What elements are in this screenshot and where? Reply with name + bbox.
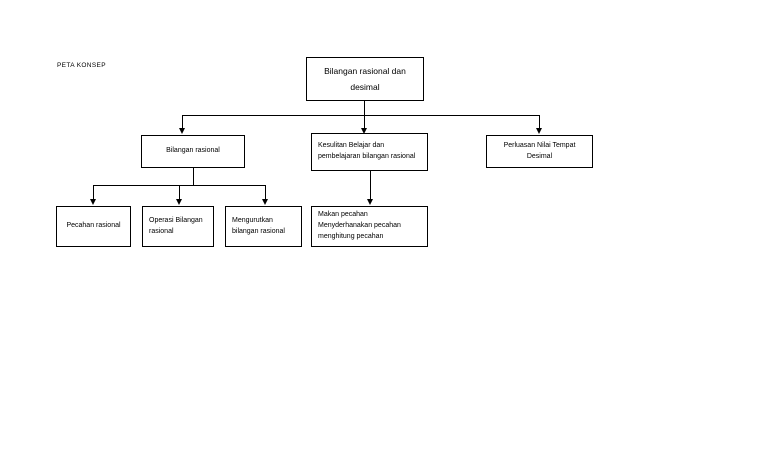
node-makna-pecahan-line-1: Makan pecahan — [318, 211, 368, 219]
node-operasi-line-1: Operasi Bilangan — [149, 216, 203, 224]
node-pecahan-rasional[interactable]: Pecahan rasional — [56, 206, 131, 247]
connector-level3-drop-1 — [93, 185, 94, 200]
node-root[interactable]: Bilangan rasional dan desimal — [306, 57, 424, 101]
node-pecahan-rasional-line-1: Pecahan rasional — [66, 222, 121, 230]
node-mengurutkan-line-1: Mengurutkan — [232, 216, 273, 224]
connector-level2-drop-right — [539, 115, 540, 129]
arrowhead-level2-left — [178, 128, 185, 134]
arrowhead-level3-2 — [175, 199, 182, 205]
node-kesulitan-belajar-line-1: Kesulitan Belajar dan — [318, 142, 385, 150]
connector-level3-stem — [193, 168, 194, 185]
arrowhead-level3-1 — [89, 199, 96, 205]
connector-level2-bus — [182, 115, 539, 116]
node-makna-pecahan-line-3: menghitung pecahan — [318, 232, 384, 240]
node-bilangan-rasional[interactable]: Bilangan rasional — [141, 135, 245, 168]
connector-level3-drop-3 — [265, 185, 266, 200]
node-mengurutkan-bilangan-rasional[interactable]: Mengurutkan bilangan rasional — [225, 206, 302, 247]
arrowhead-level3-3 — [261, 199, 268, 205]
connector-makna-stem — [370, 171, 371, 200]
node-makna-pecahan[interactable]: Makan pecahan Menyderhanakan pecahan men… — [311, 206, 428, 247]
node-perluasan-nilai-tempat[interactable]: Perluasan Nilai Tempat Desimal — [486, 135, 593, 168]
arrowhead-level2-middle — [360, 128, 367, 134]
node-mengurutkan-line-2: bilangan rasional — [232, 227, 285, 235]
node-root-line-2: desimal — [350, 82, 380, 92]
node-kesulitan-belajar-line-2: pembelajaran bilangan rasional — [318, 153, 416, 160]
arrowhead-level2-right — [535, 128, 542, 134]
node-perluasan-line-1: Perluasan Nilai Tempat — [503, 141, 576, 149]
node-makna-pecahan-line-2: Menyderhanakan pecahan — [318, 222, 401, 230]
node-root-line-1: Bilangan rasional dan — [324, 65, 406, 76]
connector-level3-drop-2 — [179, 185, 180, 200]
node-operasi-bilangan-rasional[interactable]: Operasi Bilangan rasional — [142, 206, 214, 247]
node-kesulitan-belajar[interactable]: Kesulitan Belajar dan pembelajaran bilan… — [311, 133, 428, 171]
node-bilangan-rasional-line-1: Bilangan rasional — [166, 147, 220, 155]
node-operasi-line-2: rasional — [149, 227, 174, 235]
node-perluasan-line-2: Desimal — [526, 152, 553, 160]
connector-root-stem — [364, 101, 365, 115]
page-title: PETA KONSEP — [57, 62, 106, 69]
arrowhead-makna — [366, 199, 373, 205]
connector-level2-drop-middle — [364, 115, 365, 129]
connector-level2-drop-left — [182, 115, 183, 129]
